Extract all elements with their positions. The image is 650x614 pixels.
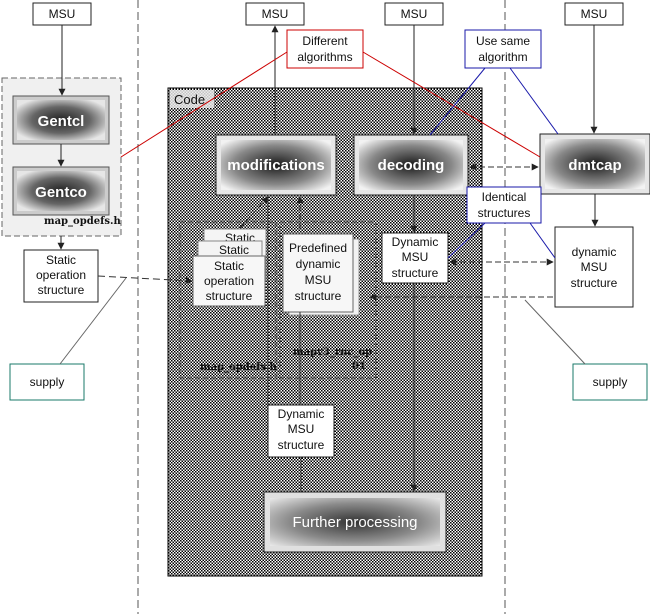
line-supply-right bbox=[524, 299, 586, 365]
svg-text:Predefined: Predefined bbox=[289, 241, 347, 255]
arrow-static-to-code bbox=[97, 275, 193, 285]
predefined-group bbox=[279, 221, 377, 379]
static-operation-structure-front: Static operation structure bbox=[192, 255, 266, 307]
dynamic-msu-structure-decoding: Dynamic MSU structure bbox=[381, 232, 449, 284]
svg-text:structure: structure bbox=[206, 289, 253, 303]
svg-text:supply: supply bbox=[30, 375, 65, 389]
line-red-left bbox=[120, 51, 288, 158]
predefined-dynamic-msu-structure: Predefined dynamic MSU structure bbox=[282, 233, 360, 316]
code-label: Code bbox=[174, 92, 205, 107]
svg-text:Different: Different bbox=[302, 34, 348, 48]
svg-text:Static: Static bbox=[46, 253, 76, 267]
svg-text:MSU: MSU bbox=[402, 250, 429, 264]
svg-text:Static: Static bbox=[219, 243, 249, 257]
dynamic-msu-structure-center: Dynamic MSU structure bbox=[267, 404, 335, 458]
svg-text:MSU: MSU bbox=[288, 422, 315, 436]
svg-text:algorithm: algorithm bbox=[478, 50, 527, 64]
line-supply-left bbox=[59, 277, 127, 365]
gentcl-box: Gentcl bbox=[12, 95, 110, 145]
svg-text:Dynamic: Dynamic bbox=[278, 407, 325, 421]
svg-text:supply: supply bbox=[593, 375, 628, 389]
svg-text:Dynamic: Dynamic bbox=[392, 235, 439, 249]
svg-text:Use same: Use same bbox=[476, 34, 530, 48]
svg-text:structure: structure bbox=[38, 283, 85, 297]
mapv3-file-label-1: mapv3_rnc_op bbox=[293, 347, 372, 358]
svg-text:operation: operation bbox=[36, 268, 86, 282]
svg-text:Identical: Identical bbox=[482, 190, 527, 204]
svg-text:MSU: MSU bbox=[262, 7, 289, 21]
svg-text:structure: structure bbox=[295, 289, 342, 303]
svg-text:dynamic: dynamic bbox=[296, 257, 341, 271]
different-algorithms-note: Different algorithms bbox=[286, 29, 364, 69]
svg-text:decoding: decoding bbox=[378, 157, 445, 174]
line-blue-left bbox=[429, 67, 486, 136]
svg-text:dynamic: dynamic bbox=[572, 245, 617, 259]
msu-left-box: MSU bbox=[32, 2, 92, 26]
svg-text:Gentco: Gentco bbox=[35, 184, 87, 201]
svg-text:structure: structure bbox=[392, 266, 439, 280]
modifications-box: modifications bbox=[215, 134, 337, 196]
line-identical-left bbox=[447, 222, 486, 259]
svg-text:MSU: MSU bbox=[581, 260, 608, 274]
svg-text:algorithms: algorithms bbox=[297, 50, 352, 64]
svg-text:Further processing: Further processing bbox=[292, 514, 417, 531]
svg-text:MSU: MSU bbox=[305, 273, 332, 287]
decoding-box: decoding bbox=[353, 134, 469, 196]
static-stack-group bbox=[179, 221, 277, 379]
svg-text:dmtcap: dmtcap bbox=[568, 157, 621, 174]
line-red-right bbox=[362, 51, 541, 158]
arrow-static-modifications bbox=[239, 196, 269, 229]
line-blue-right bbox=[509, 67, 559, 135]
msu-modifications-box: MSU bbox=[245, 2, 305, 26]
dmtcap-box: dmtcap bbox=[539, 133, 650, 195]
svg-text:MSU: MSU bbox=[581, 7, 608, 21]
map-opdefs-code-label: map_opdefs.h bbox=[200, 362, 277, 373]
msu-right-box: MSU bbox=[564, 2, 624, 26]
line-identical-right bbox=[529, 222, 556, 259]
svg-text:structure: structure bbox=[278, 438, 325, 452]
svg-text:MSU: MSU bbox=[49, 7, 76, 21]
supply-left-box: supply bbox=[9, 363, 85, 401]
svg-text:MSU: MSU bbox=[401, 7, 428, 21]
further-processing-box: Further processing bbox=[263, 491, 447, 553]
svg-text:modifications: modifications bbox=[227, 157, 325, 174]
use-same-algorithm-note: Use same algorithm bbox=[464, 29, 542, 69]
supply-right-box: supply bbox=[572, 363, 648, 401]
svg-text:Gentcl: Gentcl bbox=[38, 113, 85, 130]
dynamic-msu-structure-right: dynamic MSU structure bbox=[554, 226, 634, 308]
svg-text:structure: structure bbox=[571, 276, 618, 290]
identical-structures-note: Identical structures bbox=[466, 186, 542, 224]
map-opdefs-left-label: map_opdefs.h bbox=[44, 216, 121, 227]
gentco-box: Gentco bbox=[12, 166, 110, 216]
svg-text:Static: Static bbox=[214, 259, 244, 273]
svg-text:structures: structures bbox=[478, 206, 531, 220]
mapv3-file-label-2: 01 bbox=[352, 361, 366, 372]
msu-decoding-box: MSU bbox=[384, 2, 444, 26]
svg-text:operation: operation bbox=[204, 274, 254, 288]
static-operation-structure-left: Static operation structure bbox=[23, 249, 99, 303]
